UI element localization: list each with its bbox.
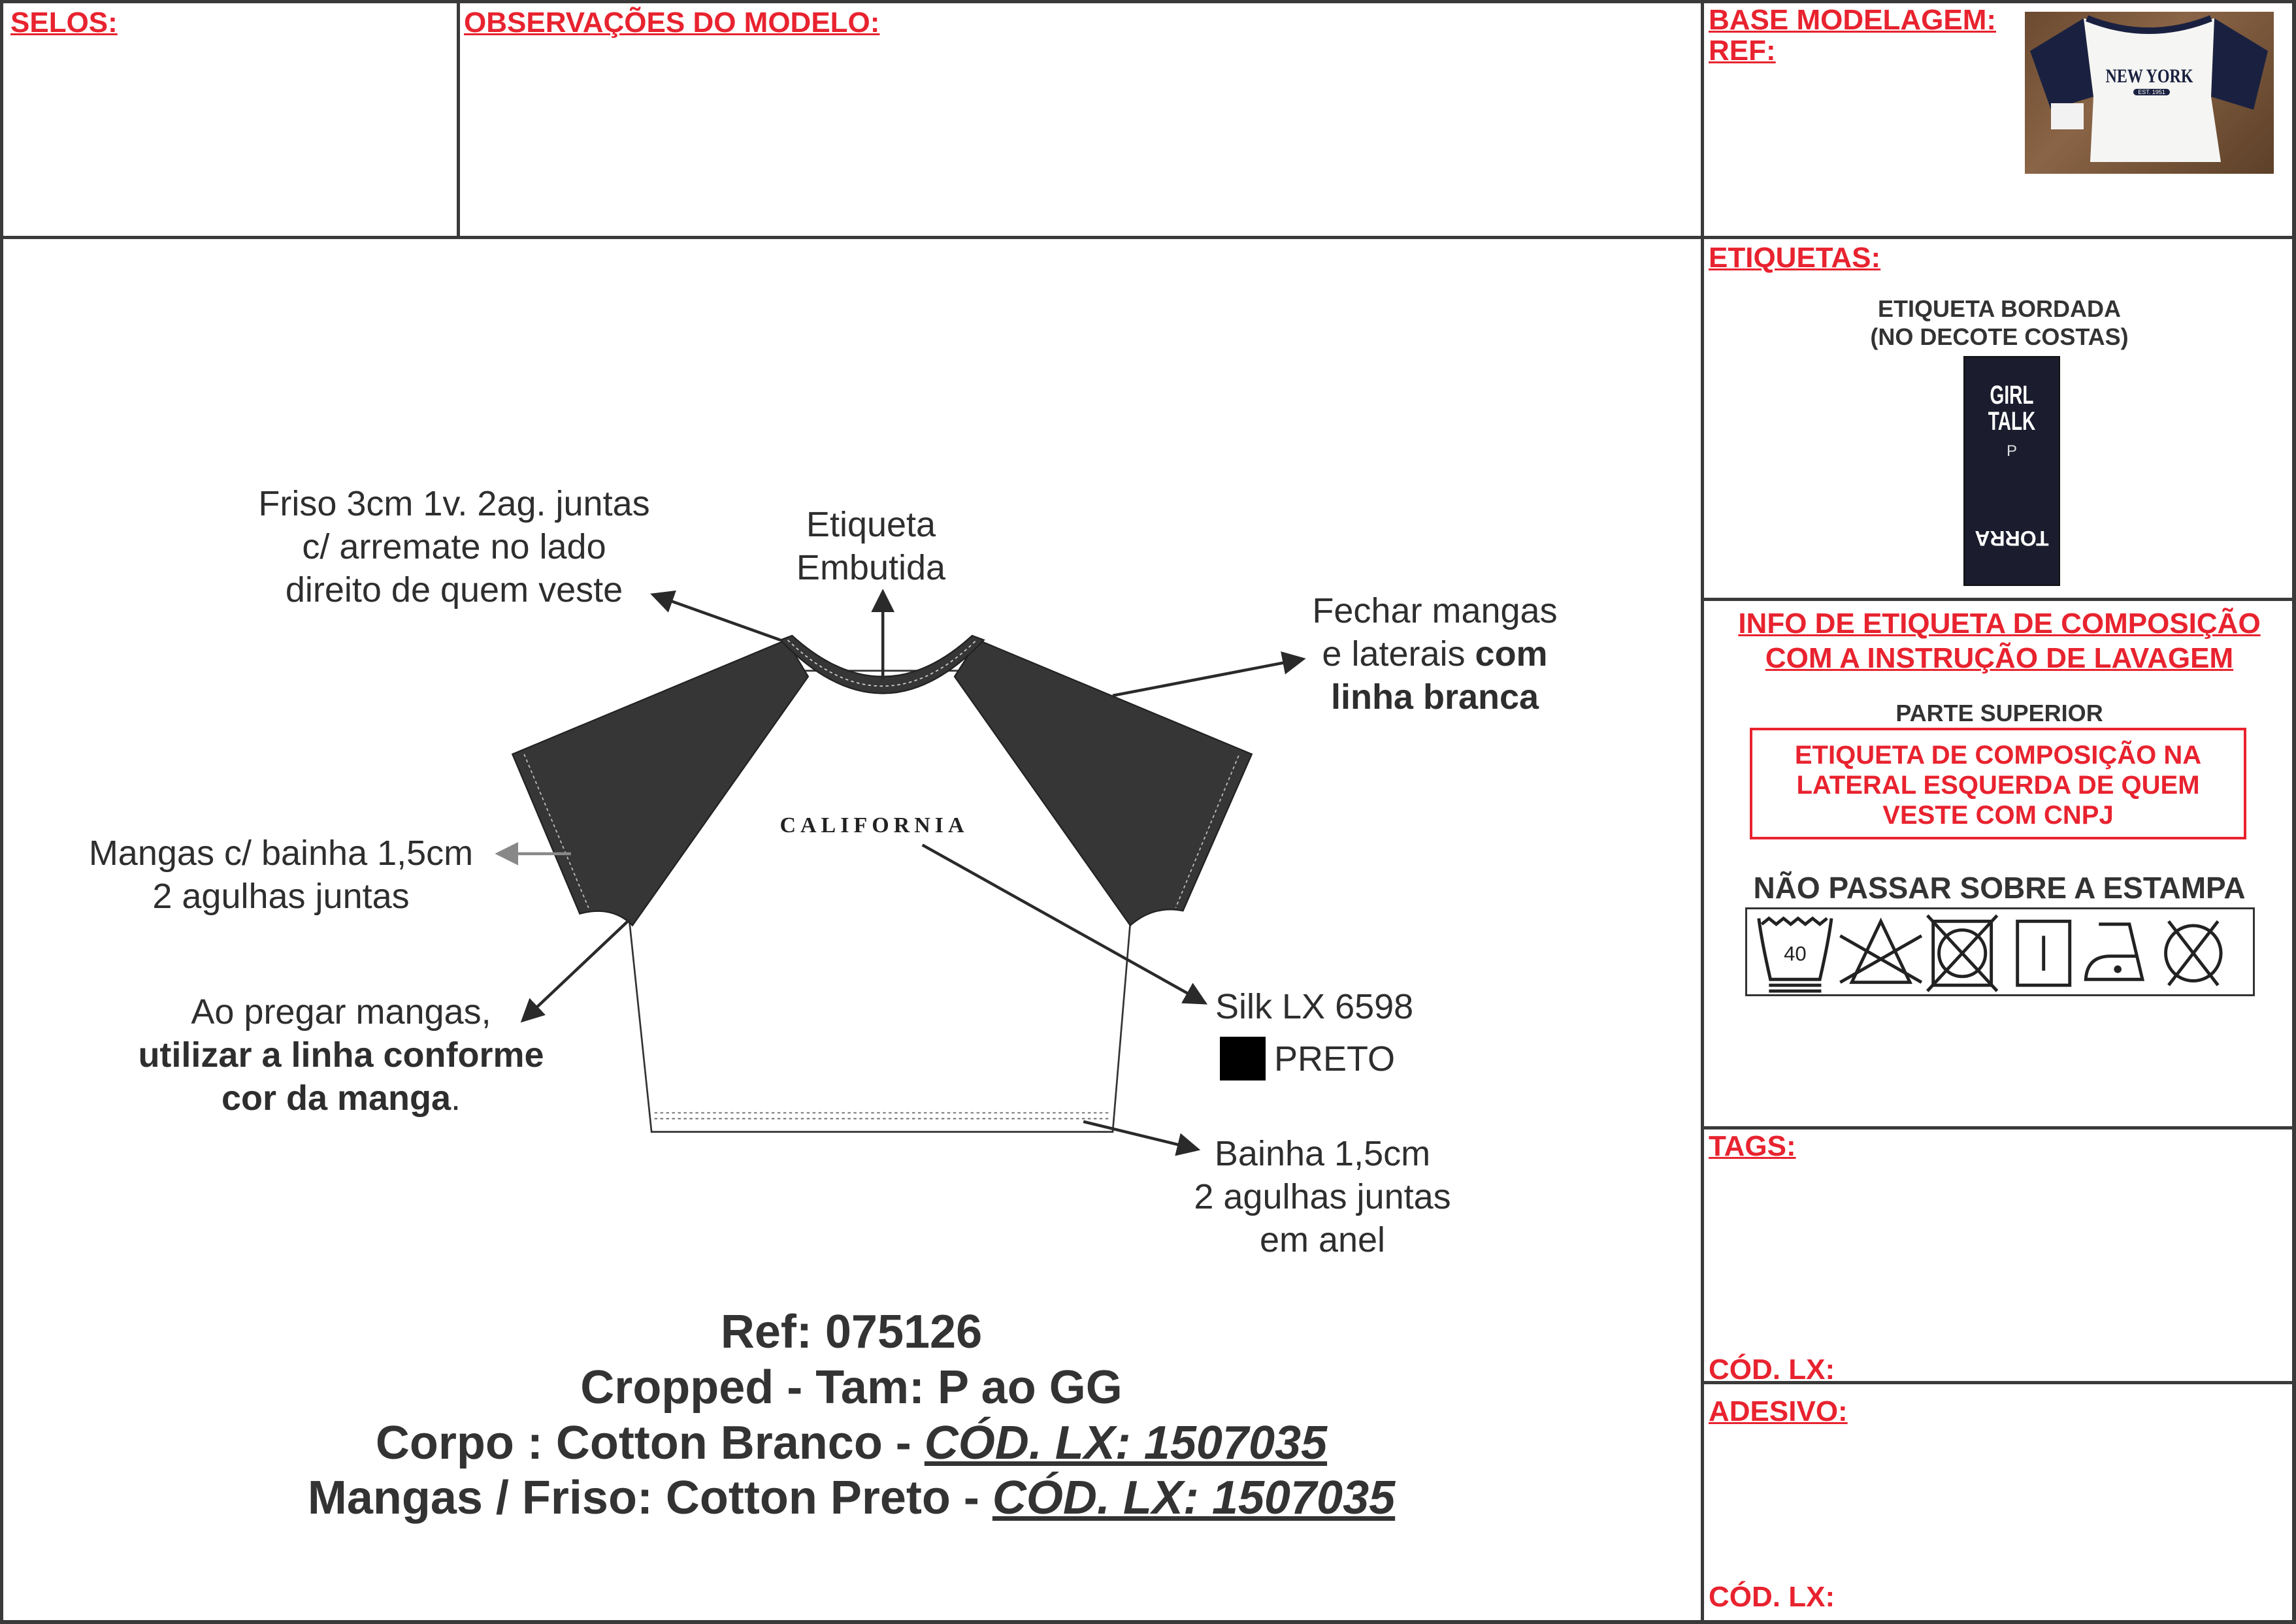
spec-corpo: Corpo : Cotton Branco - CÓD. LX: 1507035 <box>0 1416 1703 1470</box>
fechar-line1: Fechar mangas <box>1312 591 1558 630</box>
ref-header: REF: <box>1709 35 1776 67</box>
fechar-line3-text: linha branca <box>1330 677 1539 717</box>
arrow-silk <box>921 843 1208 1005</box>
annotation-bainha: Bainha 1,5cm 2 agulhas juntas em anel <box>1126 1132 1518 1261</box>
annotation-pregar: Ao pregar mangas, utilizar a linha confo… <box>112 990 570 1120</box>
reference-print-sub: EST. 1951 <box>2133 89 2170 95</box>
base-modelagem-header: BASE MODELAGEM: <box>1709 4 1996 36</box>
fechar-line2: e laterais com <box>1239 632 1631 675</box>
friso-line2: c/ arremate no lado <box>302 527 606 566</box>
reference-photo: NEW YORK EST. 1951 <box>2025 12 2274 174</box>
annotation-fechar: Fechar mangas e laterais com linha branc… <box>1239 589 1631 719</box>
divider-etiquetas <box>1703 598 2296 601</box>
bainha-line3: em anel <box>1259 1220 1386 1259</box>
etiqueta-bordada-line1: ETIQUETA BORDADA <box>1878 295 2121 322</box>
annotation-mangas: Mangas c/ bainha 1,5cm 2 agulhas juntas <box>52 832 510 918</box>
spec-ref: Ref: 075126 <box>720 1306 983 1358</box>
friso-line3: direito de quem veste <box>285 570 623 609</box>
corpo-label: Corpo : Cotton Branco - <box>375 1417 925 1469</box>
border-left <box>0 0 3 1624</box>
no-dry-clean-icon <box>2164 920 2223 986</box>
mangas-code: CÓD. LX: 1507035 <box>992 1472 1396 1524</box>
silk-color-swatch <box>1220 1037 1266 1080</box>
reference-print-text: NEW YORK <box>2105 65 2193 87</box>
label-brand-line1: GIRL <box>1990 381 2034 410</box>
border-bottom <box>0 1620 2296 1624</box>
cod-lx-tags: CÓD. LX: <box>1709 1354 1835 1386</box>
pregar-line3-b: . <box>451 1079 461 1118</box>
nao-passar-warning: NÃO PASSAR SOBRE A ESTAMPA <box>1753 871 2246 905</box>
right-sleeve <box>953 639 1253 927</box>
care-symbols-box: 40 <box>1745 907 2255 996</box>
spec-model: Cropped - Tam: P ao GG <box>580 1361 1123 1414</box>
bainha-line2: 2 agulhas juntas <box>1194 1177 1451 1216</box>
arrow-bainha <box>1083 1120 1201 1156</box>
composicao-title-1: INFO DE ETIQUETA DE COMPOSIÇÃO <box>1738 608 2261 640</box>
no-tumble-dry-icon <box>1926 914 1999 992</box>
corpo-code: CÓD. LX: 1507035 <box>924 1417 1328 1469</box>
divider-right-column <box>1701 0 1704 1624</box>
friso-line1: Friso 3cm 1v. 2ag. juntas <box>258 484 650 523</box>
divider-selos <box>457 0 460 238</box>
pregar-line3-a: cor da manga <box>221 1079 451 1118</box>
california-print: CALIFORNIA <box>779 813 969 837</box>
annotation-etiqueta: Etiqueta Embutida <box>740 503 1002 589</box>
annotation-friso: Friso 3cm 1v. 2ag. juntas c/ arremate no… <box>225 482 683 611</box>
left-sleeve <box>511 639 810 927</box>
wash-temp: 40 <box>1784 942 1807 965</box>
annotation-silk: Silk LX 6598 <box>1215 987 1414 1026</box>
label-size: P <box>2006 442 2017 460</box>
border-top <box>0 0 2296 3</box>
no-bleach-icon <box>1839 917 1923 984</box>
label-maker-logo: TORRA <box>1975 527 2049 550</box>
pregar-line2-text: utilizar a linha conforme <box>138 1035 544 1075</box>
divider-top-row <box>0 236 2296 239</box>
pregar-line3: cor da manga. <box>112 1077 570 1120</box>
label-brand-line2: TALK <box>1988 407 2036 436</box>
parte-superior: PARTE SUPERIOR <box>1895 700 2103 726</box>
etiqueta-line1: Etiqueta <box>806 505 936 544</box>
mangas-line1: Mangas c/ bainha 1,5cm <box>88 834 474 873</box>
arrow-pregar <box>520 918 631 1023</box>
pregar-line2: utilizar a linha conforme <box>112 1033 570 1077</box>
observacoes-header: OBSERVAÇÕES DO MODELO: <box>464 7 880 39</box>
neck-band <box>779 634 985 694</box>
composicao-title-2: COM A INSTRUÇÃO DE LAVAGEM <box>1765 642 2234 674</box>
arrow-fechar <box>1112 651 1306 698</box>
cod-lx-adesivo: CÓD. LX: <box>1709 1581 1835 1613</box>
etiqueta-bordada-line2: (NO DECOTE COSTAS) <box>1870 323 2129 350</box>
border-right <box>2292 0 2296 1624</box>
composicao-box-line1: ETIQUETA DE COMPOSIÇÃO NA <box>1794 741 2202 770</box>
brand-label-image: GIRL TALK P TORRA <box>1963 356 2060 586</box>
composicao-box: ETIQUETA DE COMPOSIÇÃO NA LATERAL ESQUER… <box>1750 728 2246 839</box>
pregar-line1: Ao pregar mangas, <box>191 992 491 1031</box>
fechar-line3: linha branca <box>1239 675 1631 719</box>
mangas-line2: 2 agulhas juntas <box>152 877 410 916</box>
wash-40-icon <box>1757 916 1833 993</box>
line-dry-icon <box>2016 919 2072 987</box>
fechar-line2-b: com <box>1475 634 1548 674</box>
adesivo-header: ADESIVO: <box>1709 1395 1848 1427</box>
etiquetas-header: ETIQUETAS: <box>1709 242 1881 274</box>
composicao-box-line2: LATERAL ESQUERDA DE QUEM <box>1796 771 2200 800</box>
tags-header: TAGS: <box>1709 1130 1796 1162</box>
silk-color-label: PRETO <box>1274 1039 1396 1079</box>
arrow-friso <box>650 590 781 641</box>
spec-mangas: Mangas / Friso: Cotton Preto - CÓD. LX: … <box>0 1471 1703 1525</box>
bainha-line1: Bainha 1,5cm <box>1214 1134 1431 1173</box>
etiqueta-line2: Embutida <box>796 548 946 587</box>
technical-drawing <box>495 589 1306 1156</box>
divider-composicao <box>1703 1126 2296 1129</box>
composicao-box-line3: VESTE COM CNPJ <box>1882 801 2114 830</box>
iron-low-icon <box>2084 922 2145 981</box>
fechar-line2-a: e laterais <box>1322 634 1475 674</box>
mangas-label: Mangas / Friso: Cotton Preto - <box>307 1472 992 1524</box>
divider-tags <box>1703 1381 2296 1384</box>
selos-header: SELOS: <box>10 7 118 39</box>
